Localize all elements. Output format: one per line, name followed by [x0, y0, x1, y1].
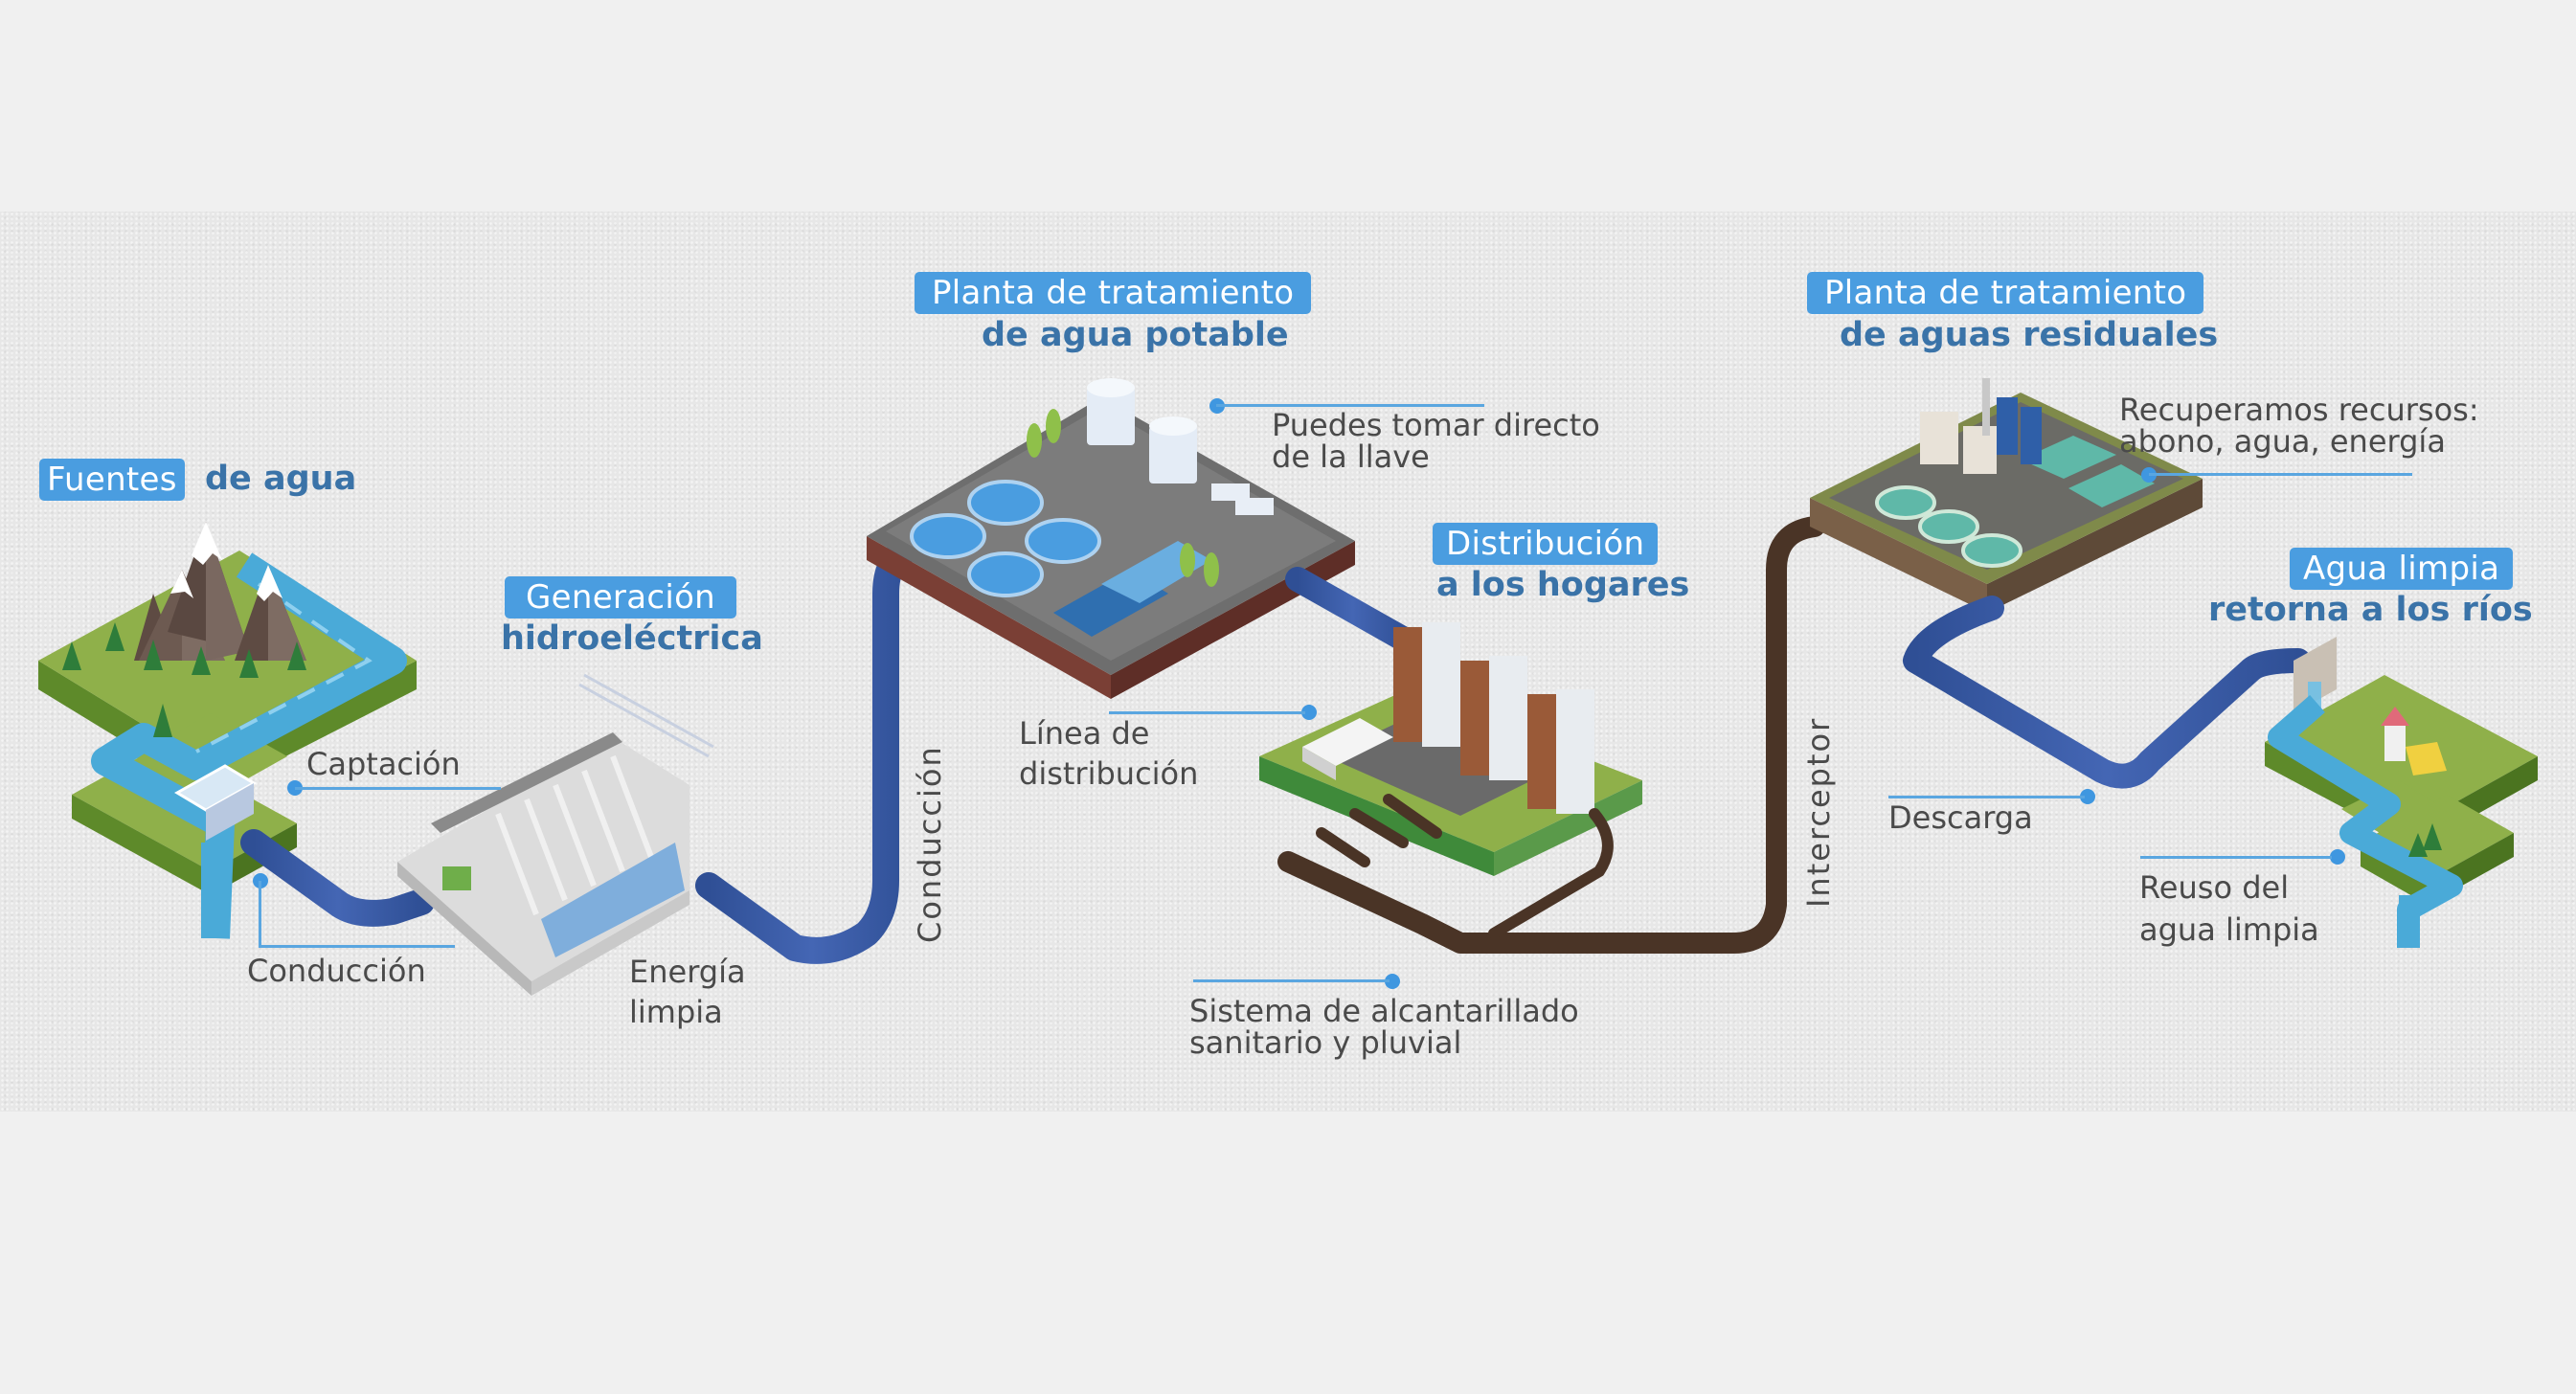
- label-fuentes-highlight: Fuentes: [39, 459, 185, 501]
- mountain-landscape-icon: [38, 522, 417, 939]
- label-generacion-highlight: Generación: [505, 576, 737, 618]
- leader-line: [1109, 711, 1305, 714]
- note-recuperamos: Recuperamos recursos: abono, agua, energ…: [2119, 392, 2479, 460]
- note-interceptor: Interceptor: [1800, 716, 1837, 908]
- label-generacion-rest: hidroeléctrica: [501, 619, 763, 658]
- label-fuentes-rest: de agua: [205, 460, 357, 498]
- leader-line: [295, 787, 501, 790]
- leader-line: [1193, 979, 1390, 982]
- label-agua-limpia-highlight: Agua limpia: [2290, 548, 2514, 590]
- sewer-pipes: [1277, 516, 1825, 954]
- leader-dot: [2330, 849, 2345, 865]
- note-linea-distribucion: Línea de distribución: [1019, 715, 1199, 792]
- label-potable-rest: de agua potable: [982, 316, 1289, 354]
- leader-line: [259, 881, 261, 946]
- park-river-icon: [2265, 675, 2538, 948]
- label-residuales-highlight: Planta de tratamiento: [1807, 272, 2204, 314]
- hydroelectric-dam-icon: [397, 673, 714, 996]
- leader-dot: [1385, 974, 1400, 989]
- leader-line: [259, 945, 455, 948]
- note-alcantarillado: Sistema de alcantarillado sanitario y pl…: [1189, 993, 1579, 1061]
- label-potable-highlight: Planta de tratamiento: [915, 272, 1312, 314]
- leader-dot: [2080, 789, 2095, 804]
- note-reuso: Reuso del agua limpia: [2139, 869, 2319, 948]
- note-conduccion-2: Conducción: [912, 745, 948, 943]
- houses-icon: [1259, 622, 1642, 876]
- leader-line: [2140, 856, 2332, 859]
- label-distribucion-rest: a los hogares: [1436, 566, 1690, 604]
- intake-icon: [174, 764, 257, 841]
- note-descarga: Descarga: [1888, 799, 2033, 836]
- note-puedes-tomar: Puedes tomar directo de la llave: [1272, 407, 1600, 475]
- leader-line: [1888, 796, 2085, 798]
- wastewater-plant-icon: [1810, 378, 2203, 613]
- label-distribucion-highlight: Distribución: [1433, 523, 1659, 565]
- leader-dot: [1301, 705, 1317, 720]
- note-energia: Energía limpia: [629, 954, 746, 1030]
- leader-line: [1216, 404, 1484, 407]
- note-captacion: Captación: [306, 746, 461, 782]
- label-residuales-rest: de aguas residuales: [1840, 316, 2219, 354]
- note-conduccion-1: Conducción: [247, 953, 426, 989]
- textured-background-band: [0, 212, 2576, 1112]
- leader-line: [2149, 473, 2412, 476]
- label-agua-limpia-rest: retorna a los ríos: [2208, 591, 2533, 629]
